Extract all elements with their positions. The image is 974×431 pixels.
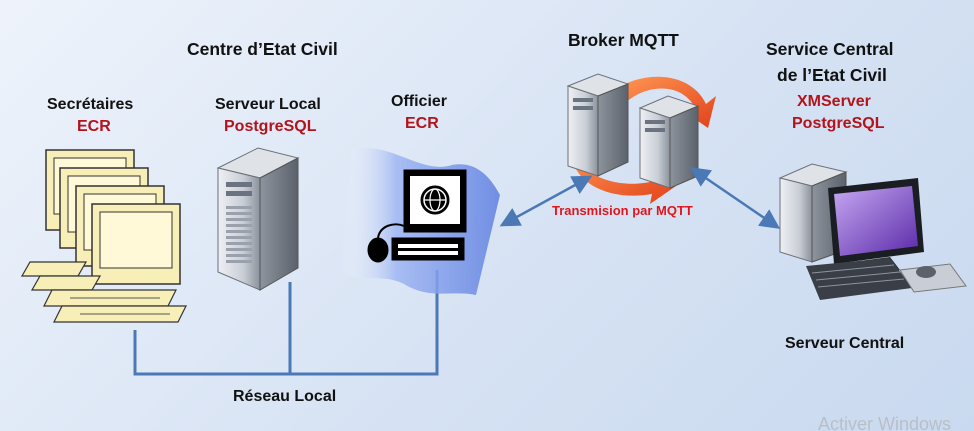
service-central-line2: de l’Etat Civil [777, 65, 887, 85]
centre-title: Centre d’Etat Civil [187, 39, 338, 59]
local-network-lines [133, 270, 439, 376]
officier-title: Officier [391, 93, 448, 110]
windows-activation-watermark: Activer Windows [818, 414, 952, 431]
officier-sub: ECR [405, 115, 439, 132]
serveur-local-sub: PostgreSQL [224, 118, 317, 135]
network-label: Réseau Local [233, 388, 337, 405]
serveur-central-title: Serveur Central [785, 335, 905, 352]
mqtt-link-label: Transmision par MQTT [552, 203, 693, 218]
officier-computer-icon [340, 148, 500, 295]
service-central-line1: Service Central [766, 39, 894, 59]
central-server-icon [778, 163, 967, 300]
secretaires-title: Secrétaires [47, 96, 134, 113]
service-central-sub1: XMServer [797, 93, 871, 110]
serveur-local-title: Serveur Local [215, 96, 321, 113]
broker-title: Broker MQTT [568, 30, 679, 50]
secretaires-sub: ECR [77, 118, 111, 135]
local-server-icon [216, 147, 300, 291]
service-central-sub2: PostgreSQL [792, 115, 885, 132]
secretaires-computers-icon [20, 149, 187, 323]
broker-mqtt-servers-icon [566, 73, 716, 204]
mqtt-link-arrows [499, 167, 781, 229]
